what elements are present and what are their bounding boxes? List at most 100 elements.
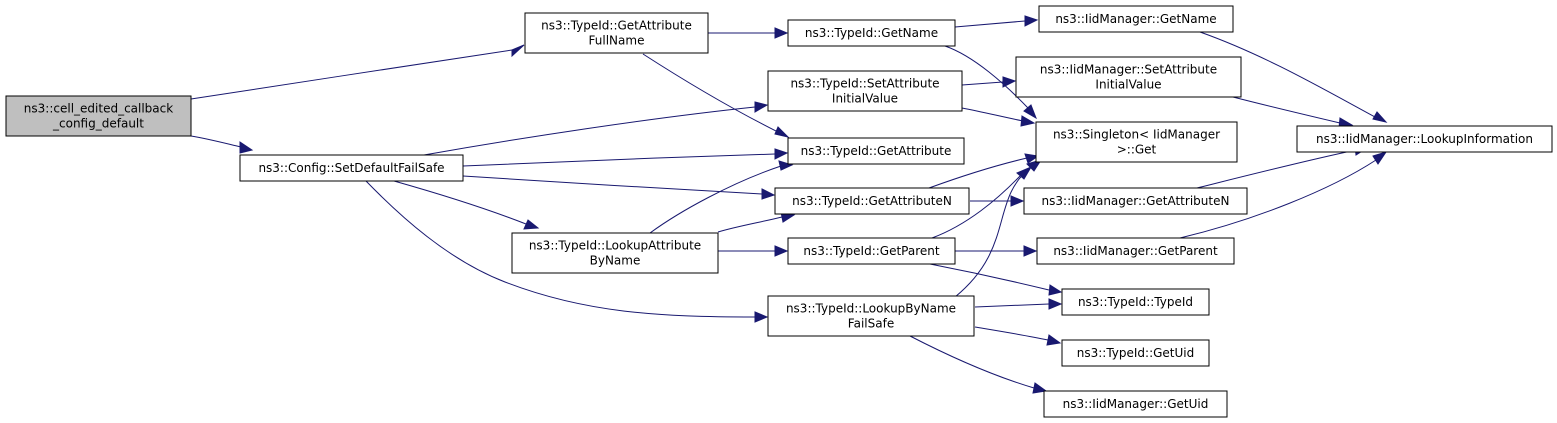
edge-line	[954, 167, 1031, 298]
edge-line	[961, 81, 1004, 86]
node-n11[interactable]: ns3::IidManager::GetAttributeN	[1023, 187, 1248, 215]
node-label: ns3::IidManager::GetAttributeN	[1042, 194, 1230, 208]
node-n15[interactable]: ns3::TypeId::TypeId	[1061, 288, 1210, 316]
node-box	[787, 19, 956, 47]
node-box	[1296, 125, 1553, 153]
edge-arrowhead	[761, 188, 776, 200]
edge-arrowhead	[1010, 195, 1025, 207]
edge-line	[928, 157, 1028, 189]
edge-n1-n4	[642, 53, 790, 138]
edge-n0-n1	[190, 44, 525, 100]
node-label: ns3::cell_edited_callback	[24, 102, 173, 116]
node-label: ns3::TypeId::SetAttribute	[790, 77, 939, 91]
node-n14[interactable]: ns3::IidManager::GetParent	[1036, 237, 1235, 265]
edge-line	[649, 165, 782, 234]
node-box	[1015, 56, 1242, 98]
edge-n10-n11	[970, 195, 1025, 207]
edge-n2-n12	[393, 180, 540, 230]
edge-n1-n3	[708, 27, 789, 39]
edge-line	[462, 175, 763, 195]
node-label: InitialValue	[1095, 78, 1161, 92]
edge-n12-n10	[717, 211, 796, 233]
edge-n13-n14	[955, 245, 1038, 257]
node-n18[interactable]: ns3::IidManager::GetUid	[1043, 390, 1228, 418]
edge-line	[190, 135, 242, 148]
node-box	[1023, 187, 1248, 215]
node-label: >::Get	[1117, 143, 1157, 157]
node-label: ns3::TypeId::GetAttribute	[801, 144, 952, 158]
edge-arrowhead	[754, 311, 769, 323]
edge-arrowhead	[1032, 382, 1048, 394]
edge-line	[462, 153, 776, 167]
node-box	[1061, 288, 1210, 316]
node-box	[5, 95, 192, 137]
node-label: ns3::TypeId::GetUid	[1077, 346, 1195, 360]
edge-n16-n18	[909, 335, 1048, 394]
node-label: ns3::TypeId::GetName	[805, 26, 938, 40]
node-box	[774, 187, 970, 215]
node-label: ns3::IidManager::GetName	[1055, 12, 1216, 26]
node-box	[511, 232, 719, 274]
node-n9[interactable]: ns3::IidManager::SetAttributeInitialValu…	[1015, 56, 1242, 98]
edge-line	[365, 180, 756, 318]
edge-arrowhead	[1048, 298, 1063, 310]
node-n4[interactable]: ns3::TypeId::GetAttribute	[787, 137, 965, 165]
edge-arrowhead	[1024, 15, 1039, 27]
edge-line	[974, 303, 1050, 308]
node-n3[interactable]: ns3::TypeId::GetName	[787, 19, 956, 47]
edge-line	[929, 263, 1050, 291]
edge-n2-n8	[423, 101, 769, 156]
node-label: FullName	[589, 34, 645, 48]
node-label: ns3::TypeId::LookupAttribute	[529, 239, 701, 253]
node-label: _config_default	[52, 117, 144, 131]
edge-arrowhead	[1023, 104, 1037, 120]
edge-n8-n6	[961, 107, 1036, 127]
node-label: FailSafe	[848, 317, 894, 331]
edge-arrowhead	[778, 160, 794, 171]
node-n2[interactable]: ns3::Config::SetDefaultFailSafe	[239, 154, 464, 182]
node-box	[1061, 339, 1210, 367]
node-n5[interactable]: ns3::IidManager::GetName	[1038, 5, 1234, 33]
edge-arrowhead	[1023, 245, 1038, 257]
edge-arrowhead	[239, 141, 254, 154]
node-box	[1043, 390, 1228, 418]
edge-line	[954, 20, 1026, 28]
node-n13[interactable]: ns3::TypeId::GetParent	[787, 237, 956, 265]
node-box	[1038, 5, 1234, 33]
node-box	[524, 12, 709, 54]
node-box	[1035, 121, 1238, 163]
edge-n5-n7	[1199, 31, 1388, 123]
node-n10[interactable]: ns3::TypeId::GetAttributeN	[774, 187, 970, 215]
node-n6[interactable]: ns3::Singleton< IidManager >::Get	[1035, 121, 1238, 163]
edge-arrowhead	[774, 27, 789, 39]
edge-arrowhead	[1002, 76, 1017, 88]
edge-line	[909, 335, 1035, 389]
node-box	[767, 295, 975, 337]
edge-line	[423, 106, 756, 156]
edge-arrowhead	[774, 126, 790, 138]
edge-n8-n9	[961, 76, 1017, 88]
node-label: ns3::IidManager::SetAttribute	[1040, 63, 1217, 77]
node-box	[787, 237, 956, 265]
edge-n3-n5	[954, 15, 1039, 28]
node-label: ByName	[590, 254, 641, 268]
edge-line	[931, 175, 1021, 239]
node-n17[interactable]: ns3::TypeId::GetUid	[1061, 339, 1210, 367]
node-n7[interactable]: ns3::IidManager::LookupInformation	[1296, 125, 1553, 153]
edge-line	[944, 45, 1029, 109]
edge-n0-n2	[190, 135, 254, 154]
node-n0[interactable]: ns3::cell_edited_callback_config_default	[5, 95, 192, 137]
node-box	[767, 70, 963, 112]
node-box	[239, 154, 464, 182]
edge-n16-n6	[954, 159, 1043, 298]
edge-arrowhead	[1026, 159, 1043, 172]
edge-arrowhead	[1046, 334, 1062, 346]
node-label: ns3::IidManager::GetUid	[1063, 397, 1209, 411]
edge-n16-n15	[974, 298, 1063, 310]
node-label: ns3::TypeId::GetAttributeN	[792, 194, 952, 208]
edge-line	[1196, 149, 1357, 189]
